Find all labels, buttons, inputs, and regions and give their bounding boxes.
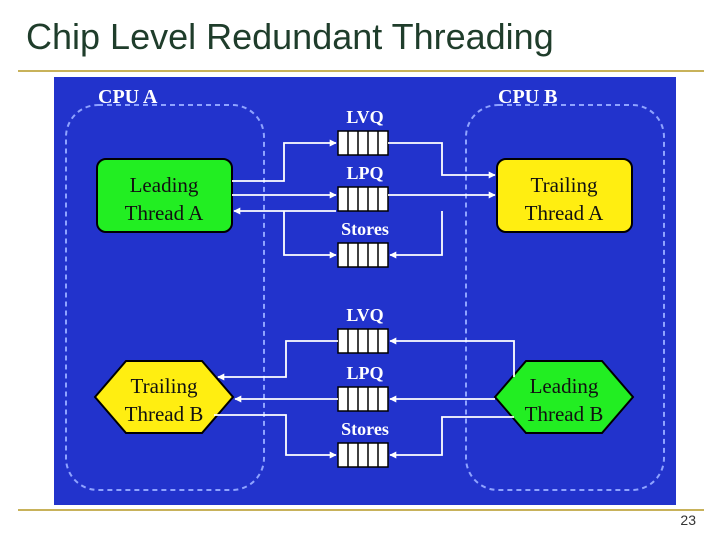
leading-thread-b-line2: Thread B xyxy=(525,402,604,426)
redundant-threading-diagram: CPU A CPU B Leading Thread A Trailing Th… xyxy=(54,77,676,505)
cpu-a-region xyxy=(65,104,265,491)
bottom-stores-in-arrow xyxy=(389,416,514,459)
cpu-b-label: CPU B xyxy=(498,86,557,108)
leading-thread-b-node: Leading Thread B xyxy=(493,360,635,434)
top-stores-in-arrow xyxy=(283,211,337,259)
top-stores-queue xyxy=(337,242,389,268)
top-lvq-in-arrow xyxy=(232,139,337,182)
trailing-thread-b-line1: Trailing xyxy=(131,374,198,398)
bottom-lvq-in-arrow xyxy=(389,337,515,377)
bottom-lpq-label: LPQ xyxy=(346,363,383,383)
top-lpq-label: LPQ xyxy=(346,163,383,183)
leading-thread-a-line2: Thread A xyxy=(125,201,205,225)
trailing-thread-a-node: Trailing Thread A xyxy=(496,158,633,233)
bottom-flow-arrows xyxy=(214,337,515,459)
top-lvq-label: LVQ xyxy=(346,107,383,127)
cpu-b-region xyxy=(465,104,665,491)
leading-thread-a-node: Leading Thread A xyxy=(96,158,233,233)
page-number: 23 xyxy=(680,512,696,528)
trailing-thread-a-line1: Trailing xyxy=(531,173,598,197)
bottom-stores-label: Stores xyxy=(341,419,389,439)
bottom-rule xyxy=(18,509,704,511)
trailing-thread-b-node: Trailing Thread B xyxy=(93,360,235,434)
bottom-lvq-out-arrow xyxy=(217,340,338,381)
bottom-stores-out-arrow xyxy=(214,414,337,459)
top-flow-arrows xyxy=(232,139,496,259)
bottom-stores-queue xyxy=(337,442,389,468)
bottom-lvq-queue xyxy=(337,328,389,354)
leading-thread-b-line1: Leading xyxy=(530,374,599,398)
trailing-thread-b-line2: Thread B xyxy=(125,402,204,426)
slide-title: Chip Level Redundant Threading xyxy=(26,16,554,57)
top-stores-label: Stores xyxy=(341,219,389,239)
top-lvq-queue xyxy=(337,130,389,156)
trailing-thread-a-line2: Thread A xyxy=(525,201,605,225)
top-rule xyxy=(18,70,704,72)
bottom-lpq-queue xyxy=(337,386,389,412)
leading-thread-a-line1: Leading xyxy=(130,173,199,197)
top-lpq-queue xyxy=(337,186,389,212)
top-lvq-out-arrow xyxy=(388,142,496,179)
bottom-lvq-label: LVQ xyxy=(346,305,383,325)
cpu-a-label: CPU A xyxy=(98,86,158,108)
top-stores-feed-arrow xyxy=(389,211,443,259)
